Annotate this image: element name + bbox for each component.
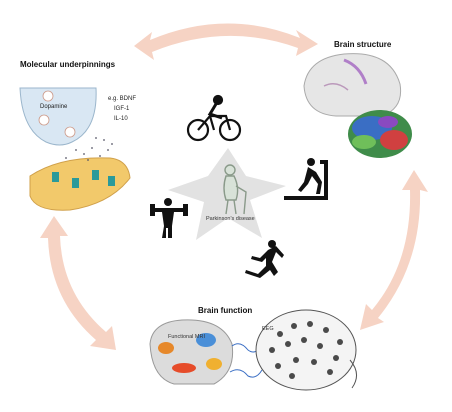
synapse-illustration (19, 87, 131, 211)
arrow-top (134, 23, 318, 60)
running-icon (245, 240, 284, 278)
dopamine-label: Dopamine (40, 104, 68, 110)
molecular-panel-title: Molecular underpinnings (20, 60, 116, 69)
eeg-head-illustration (255, 309, 357, 391)
structure-panel-title: Brain structure (334, 40, 392, 49)
arrow-right (360, 170, 428, 330)
eeg-label: EEG (262, 326, 274, 332)
weightlifting-icon (150, 198, 188, 238)
elderly-person-icon (223, 164, 247, 215)
cycling-icon (186, 94, 242, 142)
treadmill-icon (284, 158, 328, 200)
fmri-brain-illustration (149, 319, 263, 385)
arrow-left (40, 216, 116, 350)
brain-tractography-illustration (348, 110, 412, 158)
brain-sagittal-illustration (303, 53, 402, 117)
factor-label-igf1: IGF-1 (114, 106, 130, 112)
cycle-arrows (40, 23, 428, 350)
factor-label-il10: IL-10 (114, 116, 128, 122)
function-panel-title: Brain function (198, 306, 253, 315)
postsynaptic-membrane (29, 157, 131, 211)
factor-label-bdnf: e.g. BDNF (108, 96, 137, 102)
center-label: Parkinson's disease (206, 216, 255, 222)
fmri-label: Functional MRI (168, 334, 205, 340)
presynaptic-terminal (19, 87, 97, 146)
